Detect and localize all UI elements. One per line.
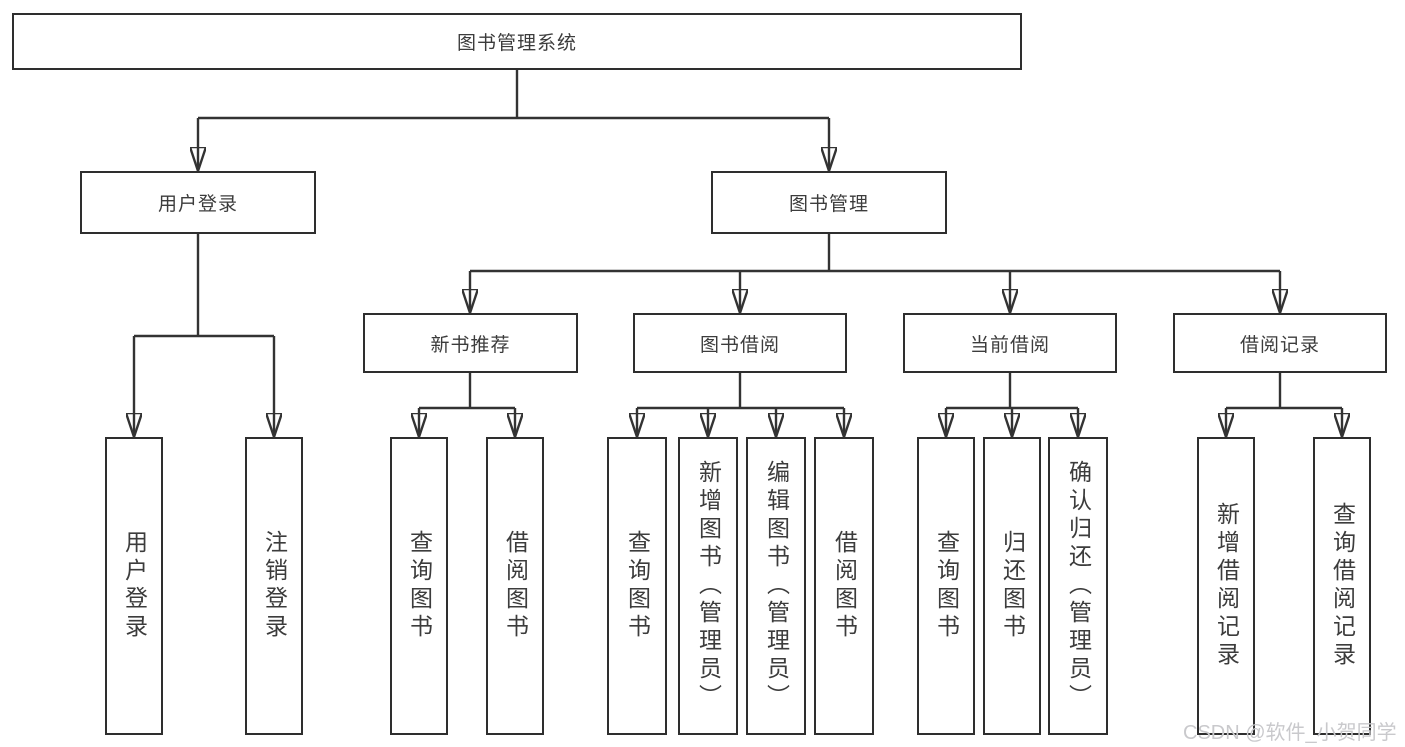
leaf-bb-search-book-label: 查询图书 <box>624 530 651 642</box>
connector-user-login-bar <box>134 234 274 338</box>
leaf-user-login-label: 用户登录 <box>121 530 148 642</box>
leaf-nbr-search-book-label: 查询图书 <box>406 530 433 642</box>
connector-borrow-records-bar <box>1226 373 1342 410</box>
leaf-cb-search-book: 查询图书 <box>917 437 975 735</box>
node-book-borrow: 图书借阅 <box>633 313 847 373</box>
connector-book-mgmt-bar <box>470 234 1280 273</box>
leaf-bb-borrow-book: 借阅图书 <box>814 437 874 735</box>
leaf-cb-confirm-return-admin: 确认归还（管理员） <box>1048 437 1108 735</box>
node-book-borrow-label: 图书借阅 <box>699 334 780 356</box>
leaf-br-search-record-label: 查询借阅记录 <box>1329 502 1356 670</box>
leaf-bb-borrow-book-label: 借阅图书 <box>831 530 858 642</box>
connector-book-borrow-bar <box>637 373 844 410</box>
leaf-bb-add-book-admin-label: 新增图书（管理员） <box>695 460 722 712</box>
leaf-bb-edit-book-admin: 编辑图书（管理员） <box>746 437 806 735</box>
connector-current-borrow-bar <box>946 373 1078 410</box>
node-new-book-recommend: 新书推荐 <box>363 313 578 373</box>
node-root: 图书管理系统 <box>12 13 1022 70</box>
leaf-nbr-search-book: 查询图书 <box>390 437 448 735</box>
connector-new-book-bar <box>419 373 515 410</box>
leaf-user-login: 用户登录 <box>105 437 163 735</box>
leaf-br-search-record: 查询借阅记录 <box>1313 437 1371 735</box>
node-book-management-label: 图书管理 <box>788 194 869 215</box>
leaf-logout-label: 注销登录 <box>261 530 288 642</box>
leaf-bb-search-book: 查询图书 <box>607 437 667 735</box>
leaf-br-add-record-label: 新增借阅记录 <box>1213 502 1240 670</box>
node-root-label: 图书管理系统 <box>456 33 577 54</box>
node-current-borrow: 当前借阅 <box>903 313 1117 373</box>
leaf-cb-confirm-return-admin-label: 确认归还（管理员） <box>1065 460 1092 712</box>
node-current-borrow-label: 当前借阅 <box>969 334 1050 356</box>
leaf-br-add-record: 新增借阅记录 <box>1197 437 1255 735</box>
node-borrow-records-label: 借阅记录 <box>1239 334 1320 356</box>
leaf-nbr-borrow-book: 借阅图书 <box>486 437 544 735</box>
leaf-cb-return-book: 归还图书 <box>983 437 1041 735</box>
connector-root-bar <box>198 70 829 120</box>
leaf-bb-add-book-admin: 新增图书（管理员） <box>678 437 738 735</box>
node-new-book-recommend-label: 新书推荐 <box>430 334 511 356</box>
node-book-management: 图书管理 <box>711 171 947 234</box>
leaf-nbr-borrow-book-label: 借阅图书 <box>502 530 529 642</box>
leaf-logout: 注销登录 <box>245 437 303 735</box>
leaf-cb-return-book-label: 归还图书 <box>999 530 1026 642</box>
leaf-bb-edit-book-admin-label: 编辑图书（管理员） <box>763 460 790 712</box>
node-user-login-branch-label: 用户登录 <box>157 194 238 215</box>
leaf-cb-search-book-label: 查询图书 <box>933 530 960 642</box>
node-user-login-branch: 用户登录 <box>80 171 316 234</box>
node-borrow-records: 借阅记录 <box>1173 313 1387 373</box>
